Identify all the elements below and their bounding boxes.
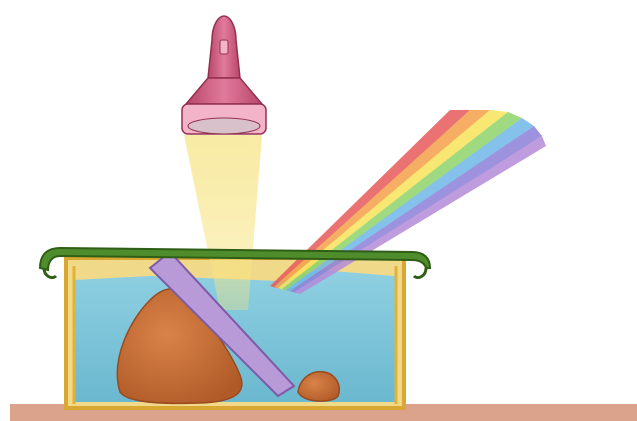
rainbow-spectrum xyxy=(270,110,546,294)
flashlight xyxy=(182,16,266,134)
